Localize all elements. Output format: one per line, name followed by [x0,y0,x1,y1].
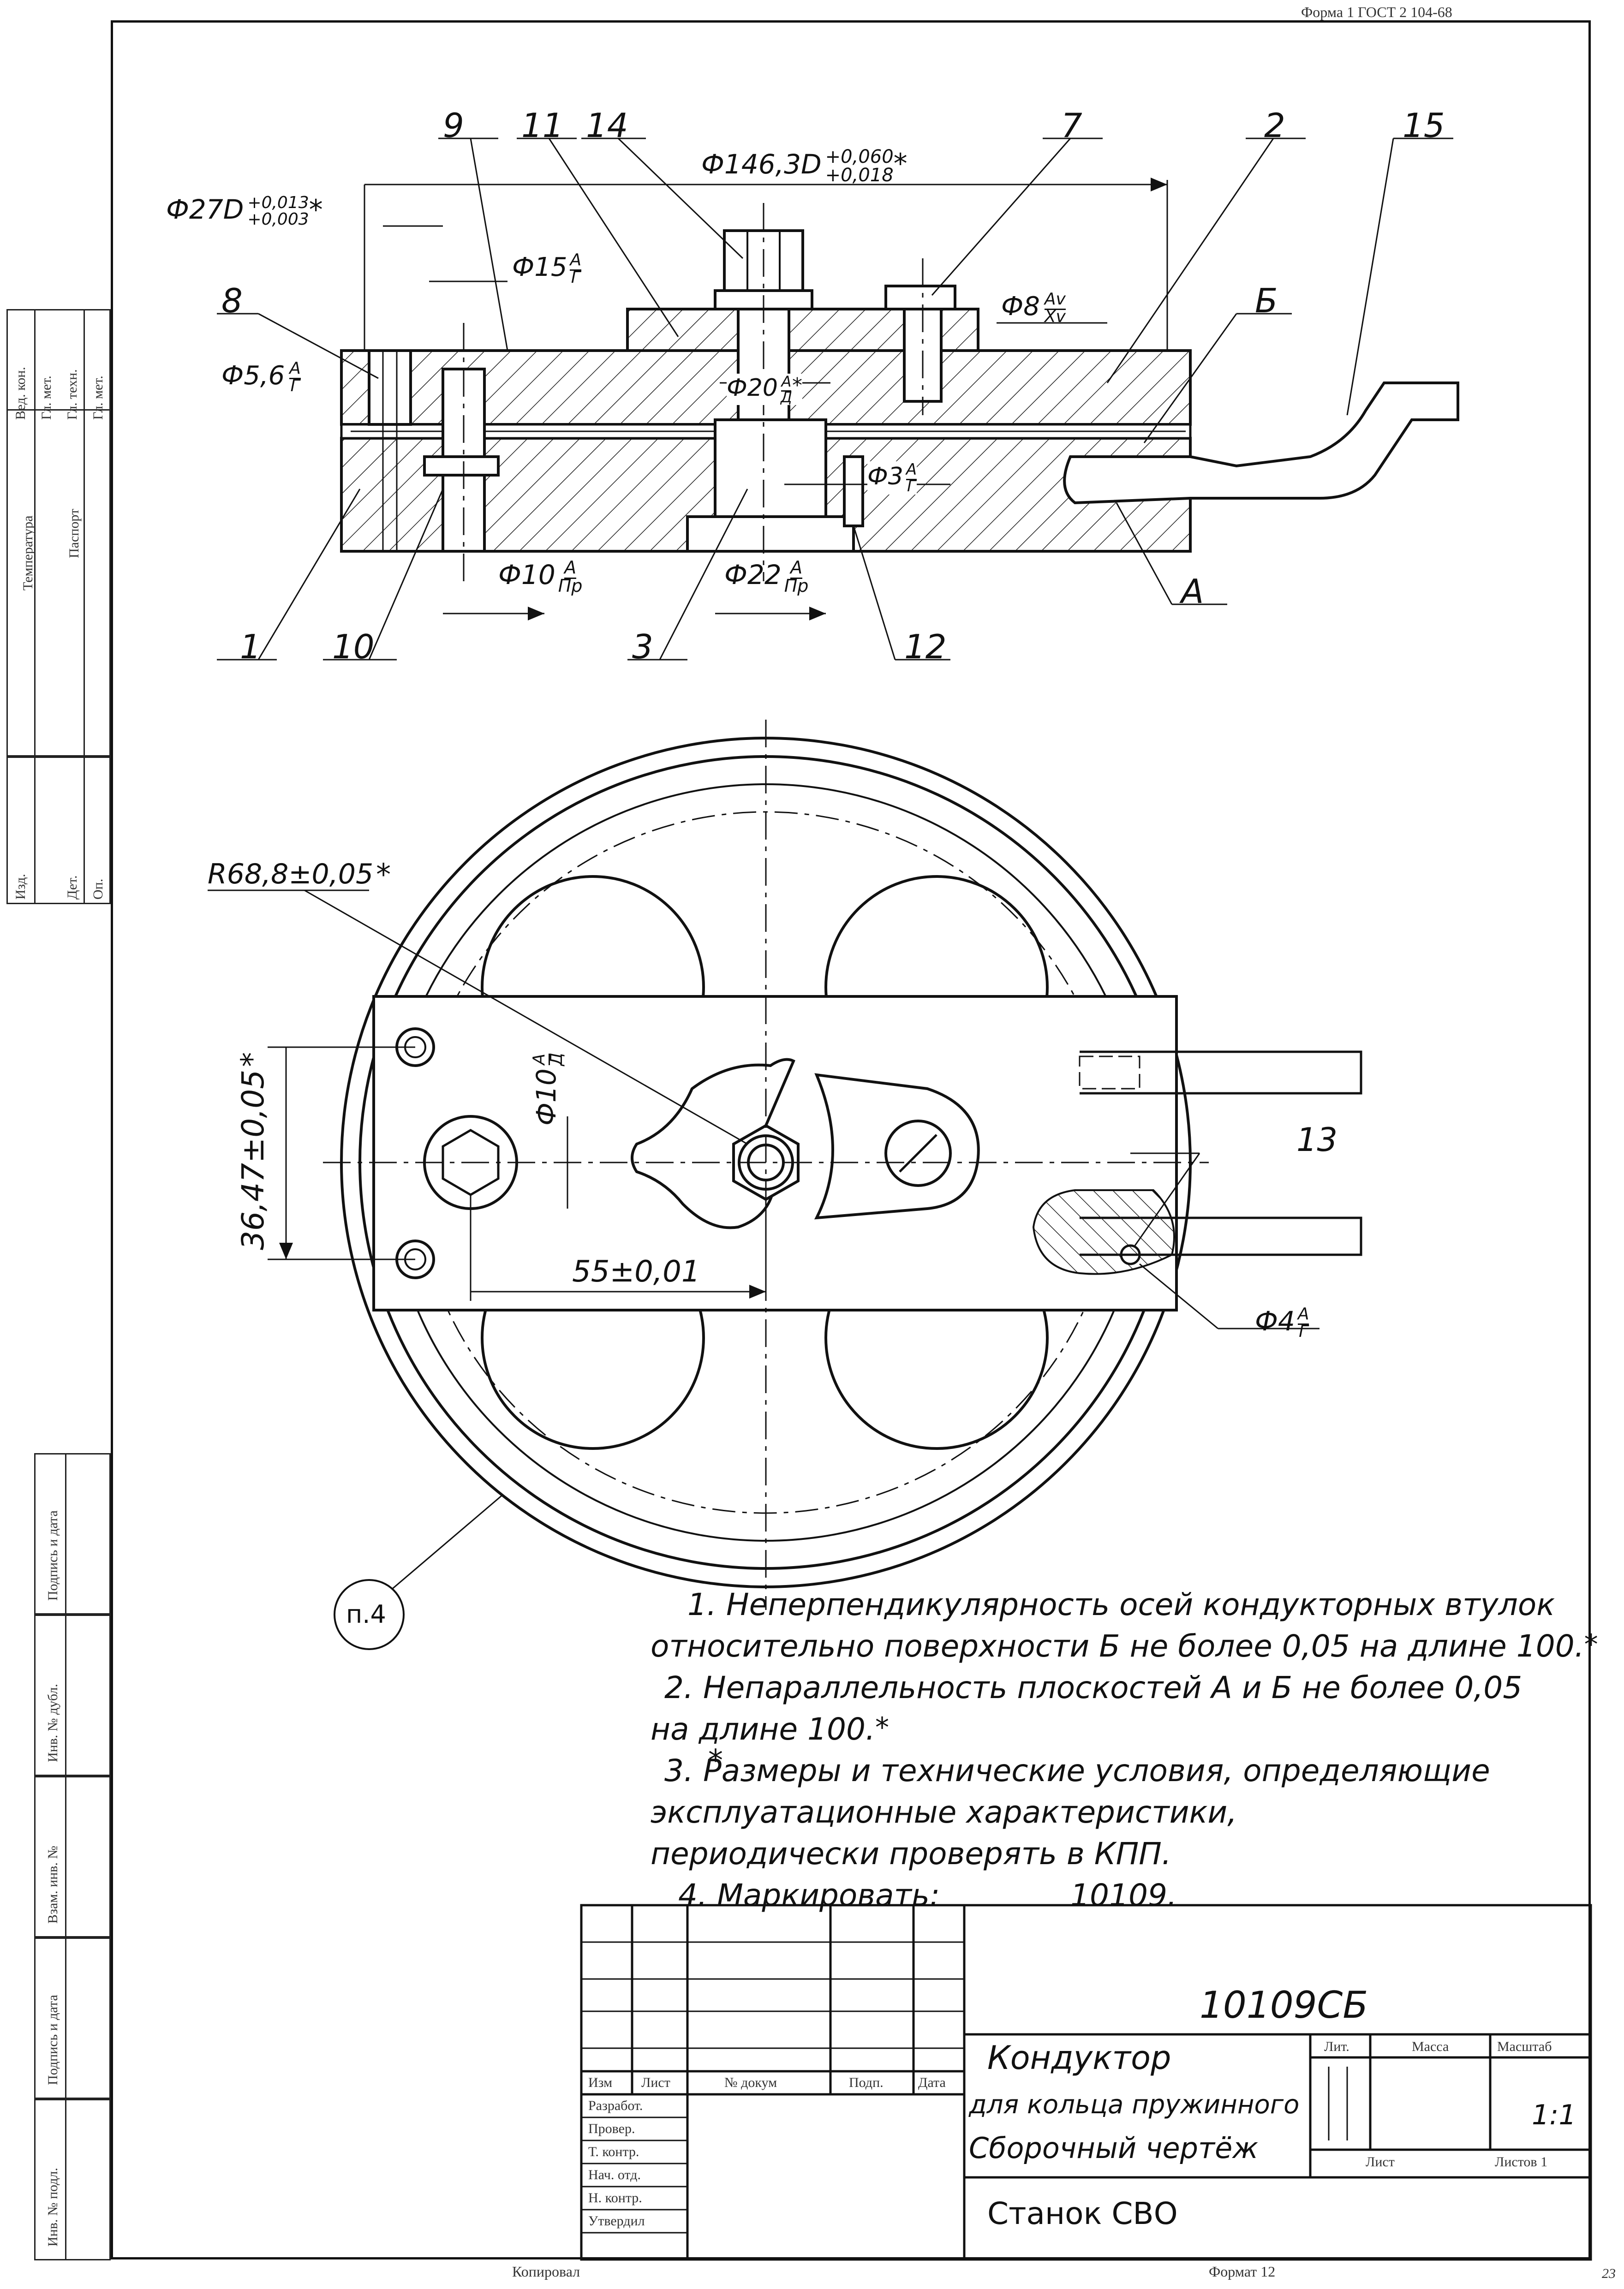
callout-11: 11 [521,106,564,145]
tb-col-list: Лист [641,2075,670,2090]
note-2b: на длине 100.* [651,1711,889,1747]
plan-dimensions [208,889,1320,1602]
tb-role-ncontrol: Н. контр. [588,2190,642,2206]
tb-role-developer: Разработ. [588,2098,643,2113]
tb-lit: Лит. [1324,2039,1349,2054]
tb-role-tcontrol: Т. контр. [588,2144,639,2159]
note-4: 4. Маркировать: [678,1878,940,1913]
note-ref-circle [334,1579,405,1650]
note-ref: п.4 [346,1600,386,1629]
designation: 10109СБ [1200,1984,1368,2027]
dim-d146: Ф146,3D+0,060+0,018* [701,146,908,186]
tb-col-izm: Изм [588,2075,613,2090]
tb-scale-label: Масштаб [1497,2039,1552,2054]
name-line3: Сборочный чертёж [969,2131,1259,2165]
screw-head [884,285,956,310]
form-header: Форма 1 ГОСТ 2 104-68 [1301,4,1452,20]
tb-role-checker: Провер. [588,2121,635,2136]
tb-role-head: Нач. отд. [588,2167,641,2182]
footer-format: Формат 12 [1209,2263,1276,2280]
callout-3: 3 [632,627,653,666]
section-view [340,203,1459,581]
tb-sheet: Лист [1366,2154,1395,2170]
note-2a: 2. Непараллельность плоскостей А и Б не … [664,1670,1522,1705]
dim-horizontal: 55±0,01 [572,1255,700,1289]
dim-vertical: 36,47±0,05* [235,1052,271,1250]
callout-10: 10 [332,627,375,666]
callout-9: 9 [443,106,464,145]
name-line2: для кольца пружинного [969,2090,1300,2120]
note-3c: периодически проверять в КПП. [651,1836,1171,1872]
footer-copied: Копировал [512,2263,580,2280]
tb-role-approved: Утвердил [588,2213,645,2229]
tb-sheets: Листов 1 [1495,2154,1548,2170]
note-3-star: * [708,1744,723,1778]
side-strip: Вед. кон. Гл. мет. Гл. техн. Гл. мет. Те… [6,97,111,2260]
note-1a: 1. Неперпендикулярность осей кондукторны… [687,1587,1555,1622]
note-1b: относительно поверхности Б не более 0,05… [651,1628,1598,1664]
note-3b: эксплуатационные характеристики, [651,1794,1237,1830]
callout-8: 8 [221,281,243,320]
callout-2: 2 [1264,106,1285,145]
tb-scale-value: 1:1 [1532,2099,1576,2131]
name-line1: Кондуктор [987,2039,1171,2077]
callout-13: 13 [1296,1121,1338,1159]
callout-A: А [1181,572,1204,611]
tb-col-data: Дата [918,2075,946,2090]
callout-leaders [217,137,1453,661]
dim-radius: R68,8±0,05* [208,858,391,892]
tb-col-podp: Подп. [849,2075,884,2090]
handle [1063,382,1459,505]
callout-B: Б [1255,281,1278,320]
plan-view [323,720,1362,1610]
callout-1: 1 [240,627,261,666]
note-3a: 3. Размеры и технические условия, опреде… [664,1753,1490,1788]
title-block [580,1904,1592,2261]
note-4-mark: 10109. [1070,1878,1177,1913]
tb-mass: Масса [1412,2039,1449,2054]
organization: Станок СВО [987,2196,1178,2231]
lever [814,1073,980,1220]
tb-col-dokum: № докум [724,2075,777,2090]
dim-d27: Ф27D+0,013+0,003* [166,193,323,229]
callout-15: 15 [1403,106,1445,145]
callout-7: 7 [1061,106,1082,145]
callout-12: 12 [904,627,947,666]
page-number: 23 [1602,2266,1616,2281]
callout-14: 14 [586,106,628,145]
